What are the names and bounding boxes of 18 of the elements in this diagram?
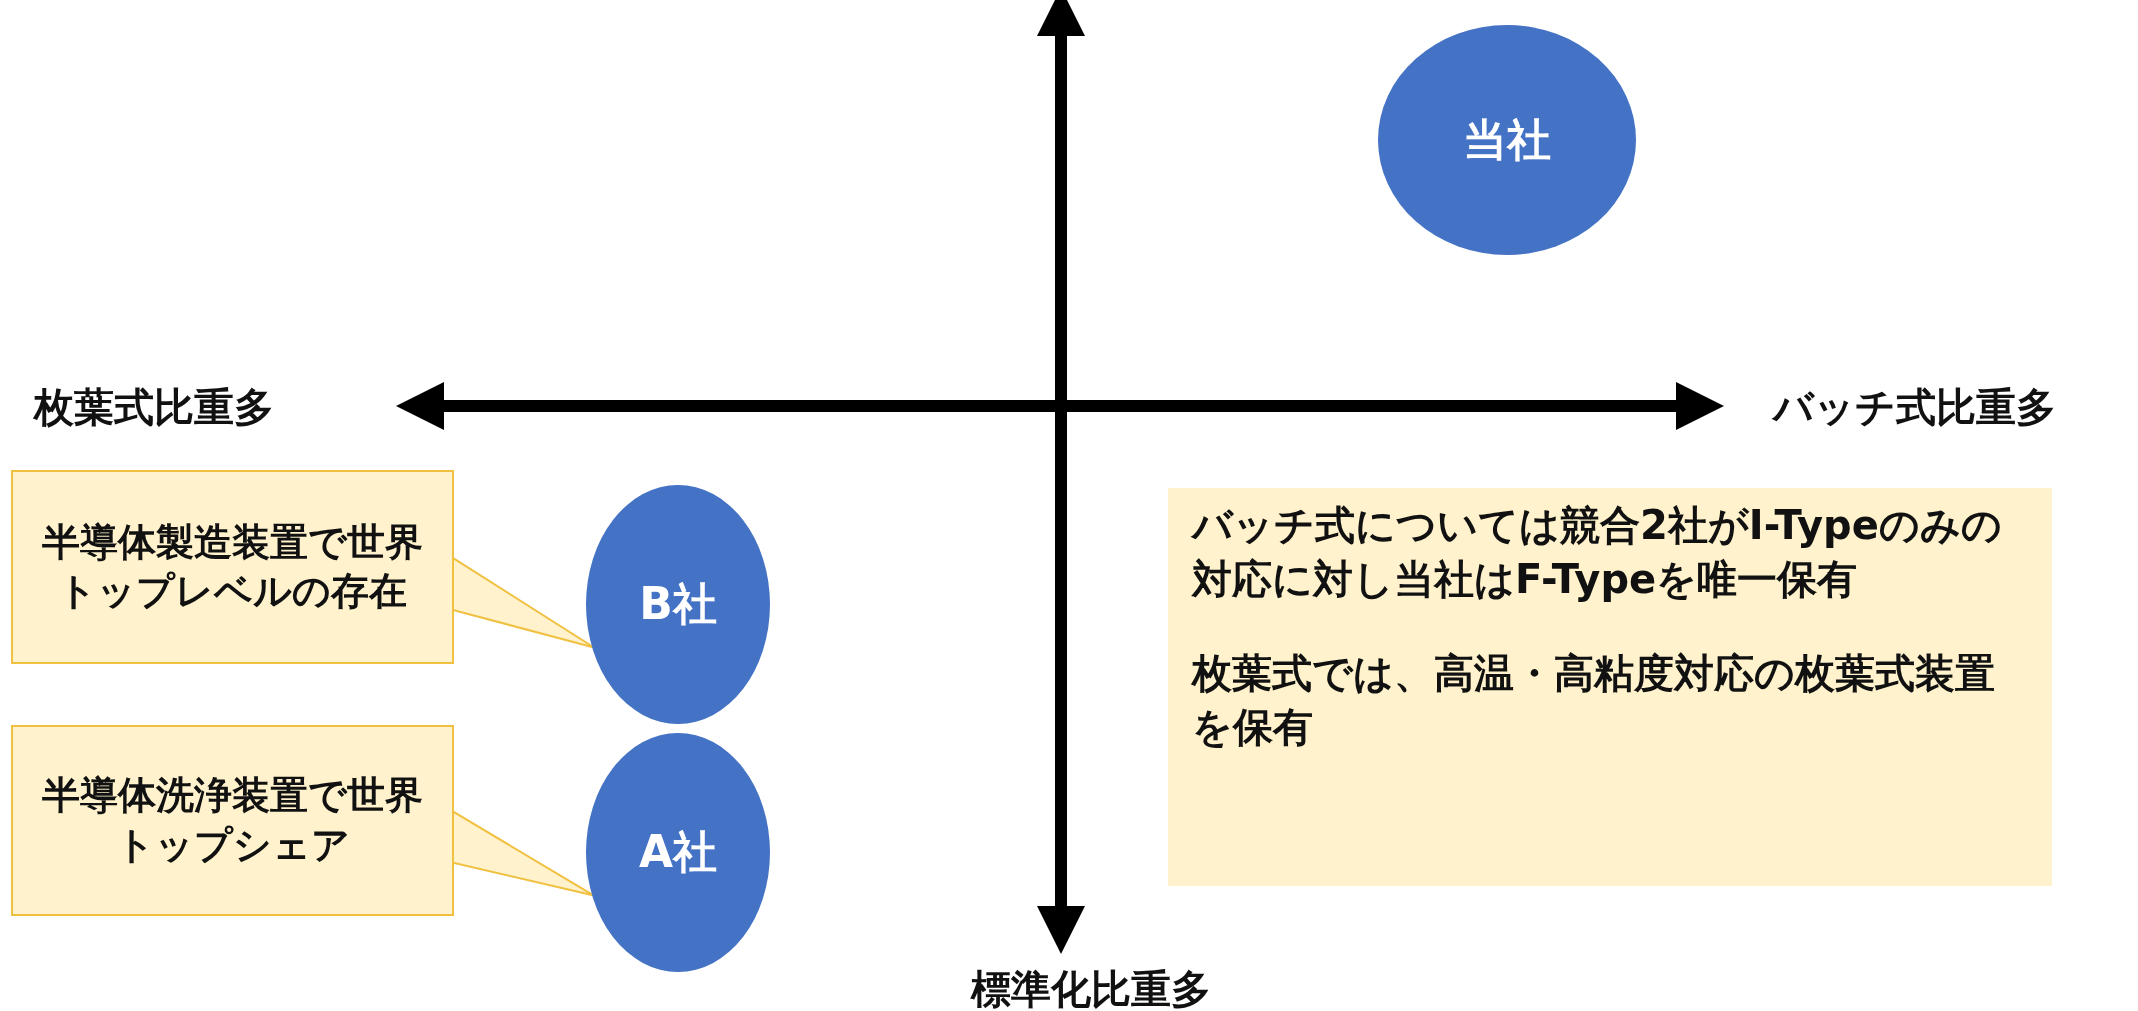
company-name: A社 (638, 825, 718, 879)
axis-label: 枚葉式比重多 (34, 383, 274, 432)
note-text: バッチ式については競合2社がI-Typeのみの対応に対し当社はF-Typeを唯一保有 (1192, 501, 2003, 604)
callout-text: 半導体製造装置で世界トップレベルの存在 (41, 518, 424, 615)
callout-box (11, 725, 454, 916)
callout-box (11, 470, 454, 664)
note-box (1168, 488, 2052, 886)
company-name: 当社 (1463, 112, 1551, 167)
note-text: 枚葉式では、高温・高粘度対応の枚葉式装置を保有 (1192, 649, 1996, 752)
company-circle (586, 733, 770, 972)
callout-pointer (451, 555, 595, 649)
company-circle (1378, 25, 1636, 255)
axis-label: 標準化比重多 (971, 965, 1211, 1011)
axis-label: バッチ式比重多 (1773, 383, 2056, 432)
callout-pointer (451, 809, 595, 897)
callout-text: 半導体洗浄装置で世界トップシェア (41, 772, 424, 869)
company-circle (586, 485, 770, 724)
company-name: B社 (639, 577, 717, 631)
